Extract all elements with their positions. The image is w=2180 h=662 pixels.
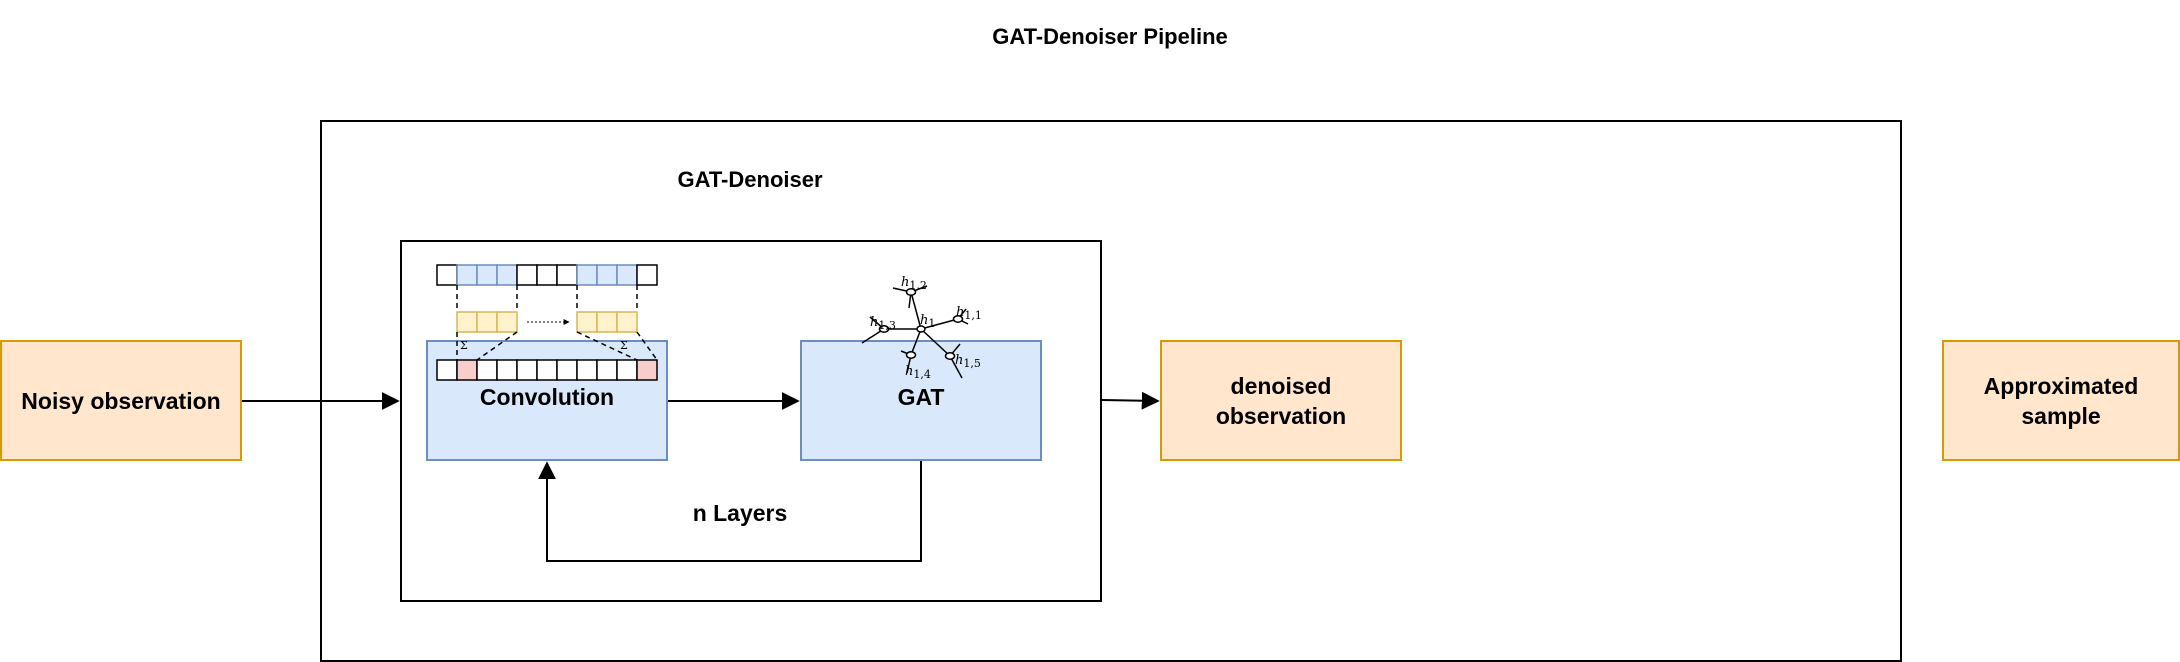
denoised-observation-node: denoised observation [1160, 340, 1402, 461]
output-cell [476, 359, 498, 381]
gat-denoiser-frame [320, 120, 1902, 662]
gat-node [800, 340, 1042, 461]
projection-line [576, 331, 638, 361]
input-cell [556, 264, 578, 286]
graph-node [952, 315, 964, 323]
graph-node [944, 352, 956, 360]
graph-node [905, 288, 917, 296]
input-cell [616, 264, 638, 286]
graph-label-node: h1,4 [905, 364, 931, 381]
output-cell [616, 359, 638, 381]
graph-label-node: h1,2 [901, 275, 927, 292]
graph-edge [910, 291, 922, 330]
gat-label: GAT [897, 384, 945, 410]
input-cell [456, 264, 478, 286]
input-cell [536, 264, 558, 286]
graph-node [905, 351, 917, 359]
output-cell [456, 359, 478, 381]
output-cell [536, 359, 558, 381]
graph-label-node: h1,1 [956, 305, 982, 322]
convolution-label: Convolution [479, 384, 615, 410]
output-cell [516, 359, 538, 381]
graph-node-center [916, 325, 926, 333]
kernel-cell [576, 311, 598, 333]
denoised-observation-label: denoised observation [1215, 372, 1347, 429]
projection-line [476, 331, 518, 361]
graph-illustration: h1 h1,2 h1,1 h1,3 h1,4 h1,5 [861, 275, 982, 381]
kernel-cell [456, 311, 478, 333]
approximated-sample-node: Approximated sample [1942, 340, 2180, 461]
input-cell [476, 264, 498, 286]
output-cell [556, 359, 578, 381]
layers-frame [400, 240, 1102, 602]
output-cell [496, 359, 518, 381]
noisy-observation-label: Noisy observation [21, 387, 221, 414]
graph-label-node: h1,5 [955, 353, 981, 370]
sum-symbol: Σ [460, 339, 468, 352]
output-cell [576, 359, 598, 381]
output-cell [436, 359, 458, 381]
kernel-cell [616, 311, 638, 333]
graph-node [878, 325, 890, 333]
input-cell [516, 264, 538, 286]
output-cell [636, 359, 658, 381]
output-cell [596, 359, 618, 381]
input-cell [436, 264, 458, 286]
input-cell [636, 264, 658, 286]
approximated-sample-label: Approximated sample [1983, 372, 2139, 429]
graph-label-node: h1,3 [870, 315, 896, 332]
graph-edge [920, 328, 951, 357]
gat-denoiser-label: GAT-Denoiser [677, 167, 823, 192]
noisy-observation-node: Noisy observation [0, 340, 242, 461]
graph-edge [910, 328, 922, 356]
n-layers-label: n Layers [692, 500, 788, 526]
input-cell [496, 264, 518, 286]
projection-line [636, 331, 658, 361]
page-title: GAT-Denoiser Pipeline [992, 24, 1228, 49]
kernel-cell [596, 311, 618, 333]
graph-edge [920, 318, 959, 330]
kernel-cell [476, 311, 498, 333]
input-cell [576, 264, 598, 286]
kernel-cell [496, 311, 518, 333]
sum-symbol: Σ [620, 339, 628, 352]
edge-layers-to-denoised [1101, 391, 1160, 410]
edge-gat-feedback-to-conv [538, 461, 922, 562]
graph-label-center: h1 [920, 313, 935, 330]
input-cell [596, 264, 618, 286]
